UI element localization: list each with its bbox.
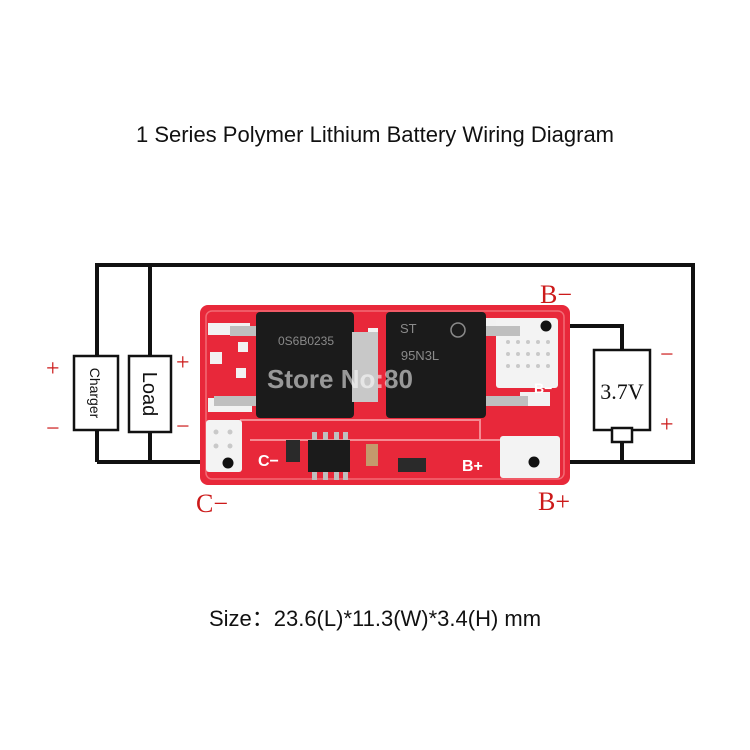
size-caption: Size：23.6(L)*11.3(W)*3.4(H) mm: [208, 606, 542, 631]
c-minus-dot: [222, 457, 234, 469]
load-minus: −: [176, 414, 190, 440]
battery-plus: +: [660, 412, 674, 438]
control-ic: [286, 432, 426, 480]
charger-minus: −: [46, 416, 60, 442]
svg-text:ST: ST: [400, 321, 417, 336]
chip2-text: 95N3L: [401, 348, 439, 363]
b-minus-dot: [540, 320, 552, 332]
b-minus-label: B−: [540, 280, 572, 309]
load-label: Load: [138, 372, 160, 417]
battery-label: 3.7V: [600, 379, 644, 404]
pcb-board: 0S6B0235 ST 95N3L Store No:80 C− B− B+: [200, 305, 570, 485]
diagram-title: 1 Series Polymer Lithium Battery Wiring …: [135, 122, 615, 147]
mosfet-2: ST 95N3L: [386, 312, 528, 418]
mosfet-1: 0S6B0235: [214, 312, 378, 418]
b-plus-label: B+: [538, 487, 570, 516]
battery-component: 3.7V: [592, 348, 652, 444]
charger-component: Charger: [72, 354, 120, 432]
board-c-minus-text: C−: [258, 453, 279, 470]
c-minus-label: C−: [196, 489, 228, 518]
charger-label: Charger: [87, 368, 103, 419]
board-b-plus-text: B+: [462, 458, 483, 475]
board-b-minus-text: B−: [534, 380, 552, 396]
charger-plus: +: [46, 356, 60, 382]
battery-minus: −: [660, 342, 674, 368]
b-plus-pad: [500, 436, 560, 478]
b-plus-dot: [528, 456, 540, 468]
load-component: Load: [127, 354, 173, 434]
outer-wire: [95, 263, 695, 464]
watermark: Store No:80: [267, 364, 413, 394]
b-minus-wire: [546, 324, 624, 350]
load-plus: +: [176, 350, 190, 376]
chip1-text: 0S6B0235: [278, 334, 334, 348]
